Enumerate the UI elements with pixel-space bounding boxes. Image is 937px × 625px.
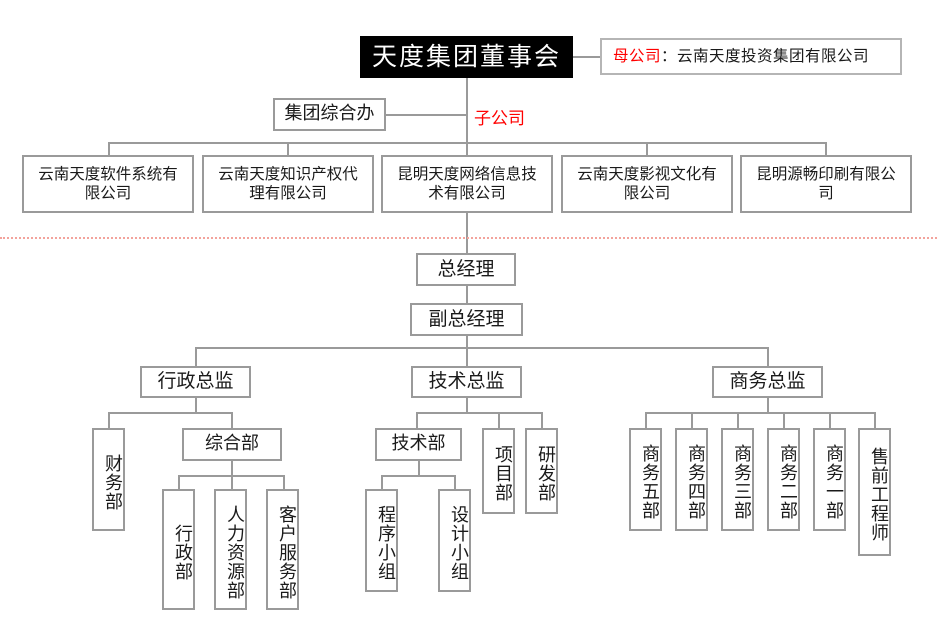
connector-tech-stem <box>466 398 468 412</box>
project-dept-box: 项目部 <box>482 428 515 514</box>
connector-group-office-to-stem <box>386 114 466 116</box>
finance-dept-box: 财务部 <box>92 428 125 531</box>
connector-admin-stem <box>195 398 197 412</box>
business-unit-2-box: 商务二部 <box>767 428 800 531</box>
business-unit-5-box: 商务五部 <box>629 428 662 531</box>
subsidiary-box-3: 昆明天度网络信息技术有限公司 <box>381 155 553 213</box>
connector-director-drop-1 <box>195 347 197 366</box>
connector-root-stem <box>466 78 468 143</box>
connector-ga-drop-1 <box>178 475 180 489</box>
group-office-box: 集团综合办 <box>273 98 386 131</box>
connector-director-drop-3 <box>767 347 769 366</box>
connector-to-general-manager <box>466 213 468 253</box>
connector-tech-dept-stem <box>418 461 420 475</box>
director-box-admin: 行政总监 <box>140 366 251 398</box>
connector-sub-drop-5 <box>825 142 827 156</box>
connector-director-bus <box>195 347 768 349</box>
general-manager-box: 总经理 <box>416 253 516 286</box>
connector-sub-drop-2 <box>287 142 289 156</box>
subsidiary-box-2: 云南天度知识产权代理有限公司 <box>202 155 374 213</box>
parent-company-note: 母公司：云南天度投资集团有限公司 <box>600 38 902 75</box>
admin-dept-box: 行政部 <box>162 489 195 610</box>
parent-company-name: 云南天度投资集团有限公司 <box>677 46 870 65</box>
business-unit-1-box: 商务一部 <box>813 428 846 531</box>
connector-admin-drop-finance <box>108 412 110 428</box>
parent-company-red-label: 母公司 <box>613 46 662 65</box>
connector-root-to-parent-note <box>573 56 601 58</box>
connector-tech-bus <box>416 412 543 414</box>
connector-business-drop-1 <box>645 412 647 428</box>
connector-admin-drop-general <box>231 412 233 428</box>
connector-business-drop-5 <box>829 412 831 428</box>
connector-tech-drop-2 <box>498 412 500 428</box>
connector-business-bus <box>645 412 876 414</box>
customer-service-dept-box: 客户服务部 <box>266 489 299 610</box>
connector-business-drop-3 <box>737 412 739 428</box>
director-box-tech: 技术总监 <box>411 366 522 398</box>
subsidiary-box-1: 云南天度软件系统有限公司 <box>22 155 194 213</box>
program-group-box: 程序小组 <box>365 489 398 592</box>
connector-sub-drop-4 <box>646 142 648 156</box>
tech-dept-box: 技术部 <box>375 428 462 461</box>
rd-dept-box: 研发部 <box>525 428 558 514</box>
connector-tech-dept-drop-2 <box>454 475 456 489</box>
connector-tech-dept-bus <box>381 475 456 477</box>
general-affairs-dept-box: 综合部 <box>182 428 282 461</box>
parent-company-separator: ： <box>661 46 678 65</box>
presales-engineer-box: 售前工程师 <box>858 428 891 556</box>
connector-business-drop-4 <box>783 412 785 428</box>
connector-sub-drop-1 <box>108 142 110 156</box>
business-unit-4-box: 商务四部 <box>675 428 708 531</box>
connector-business-drop-6 <box>874 412 876 428</box>
subsidiary-box-4: 云南天度影视文化有限公司 <box>561 155 733 213</box>
connector-director-drop-2 <box>466 347 468 366</box>
deputy-general-manager-box: 副总经理 <box>410 303 523 336</box>
connector-business-stem <box>767 398 769 412</box>
subsidiary-marker-label: 子公司 <box>474 109 525 129</box>
director-box-business: 商务总监 <box>712 366 823 398</box>
connector-general-affairs-stem <box>231 461 233 475</box>
connector-tech-drop-3 <box>541 412 543 428</box>
section-divider <box>0 237 937 239</box>
connector-tech-dept-drop-1 <box>381 475 383 489</box>
business-unit-3-box: 商务三部 <box>721 428 754 531</box>
connector-gm-to-dgm <box>466 286 468 303</box>
design-group-box: 设计小组 <box>438 489 471 592</box>
connector-ga-drop-3 <box>283 475 285 489</box>
connector-ga-drop-2 <box>231 475 233 489</box>
connector-dgm-stem <box>466 336 468 347</box>
connector-business-drop-2 <box>691 412 693 428</box>
hr-dept-box: 人力资源部 <box>214 489 247 610</box>
connector-tech-drop-1 <box>416 412 418 428</box>
subsidiary-box-5: 昆明源畅印刷有限公司 <box>740 155 912 213</box>
connector-admin-bus <box>108 412 232 414</box>
board-of-directors-box: 天度集团董事会 <box>360 36 573 78</box>
connector-sub-drop-3 <box>466 142 468 156</box>
